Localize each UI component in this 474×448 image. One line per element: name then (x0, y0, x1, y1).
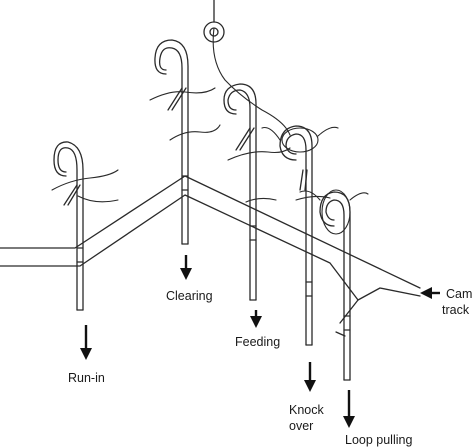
label-cam-track-line2: track (442, 303, 470, 317)
label-feeding: Feeding (235, 335, 280, 349)
label-clearing: Clearing (166, 289, 213, 303)
yarn-feeder (203, 0, 225, 43)
needle-loop-pulling (299, 189, 369, 381)
arrow-clearing (180, 255, 192, 280)
arrow-run-in (80, 325, 92, 360)
arrow-cam-track (420, 287, 440, 299)
needle-feeding (212, 27, 291, 301)
needle-knock-over (261, 125, 339, 346)
needle-clearing (149, 39, 221, 245)
label-loop-pulling: Loop pulling (345, 433, 412, 447)
needle-run-in (51, 141, 119, 311)
arrow-knock-over (304, 362, 316, 392)
label-cam-track-line1: Cam (446, 287, 472, 301)
label-knock-over-line1: Knock (289, 403, 324, 417)
arrow-feeding (250, 310, 262, 328)
label-knock-over-line2: over (289, 419, 313, 433)
arrow-loop-pulling (343, 390, 355, 428)
label-run-in: Run-in (68, 371, 105, 385)
cam-track (0, 175, 421, 337)
